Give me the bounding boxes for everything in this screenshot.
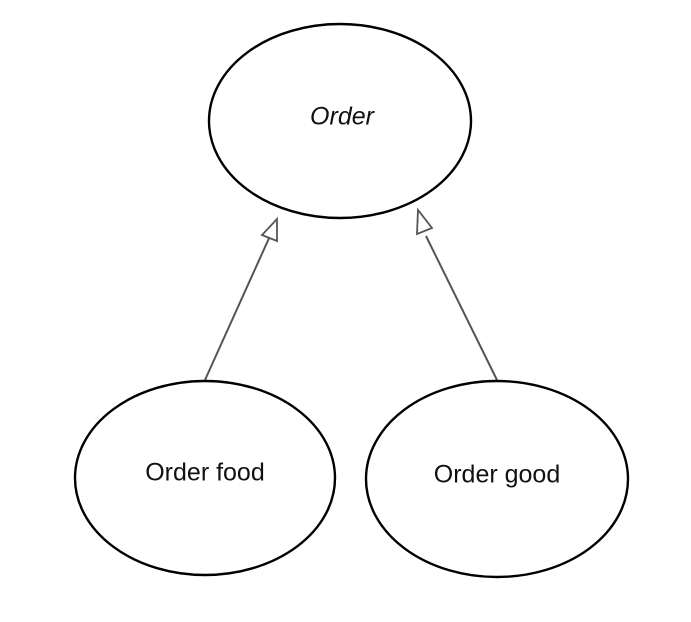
node-order-food-label: Order food xyxy=(145,459,265,487)
edge-order-good-to-order xyxy=(416,207,498,381)
hollow-arrowhead-icon xyxy=(260,216,278,243)
node-order[interactable]: Order xyxy=(207,22,473,220)
hollow-arrowhead-icon xyxy=(416,207,434,236)
node-order-food[interactable]: Order food xyxy=(73,379,337,577)
edge-line xyxy=(204,235,271,381)
node-order-good-shape xyxy=(364,379,630,579)
edge-line xyxy=(425,235,498,381)
node-order-good-label: Order good xyxy=(434,461,560,489)
node-order-label: Order xyxy=(310,103,376,131)
node-order-good[interactable]: Order good xyxy=(364,379,630,579)
node-order-food-shape xyxy=(73,379,337,577)
edge-order-food-to-order xyxy=(204,216,278,381)
node-order-shape xyxy=(207,22,473,220)
